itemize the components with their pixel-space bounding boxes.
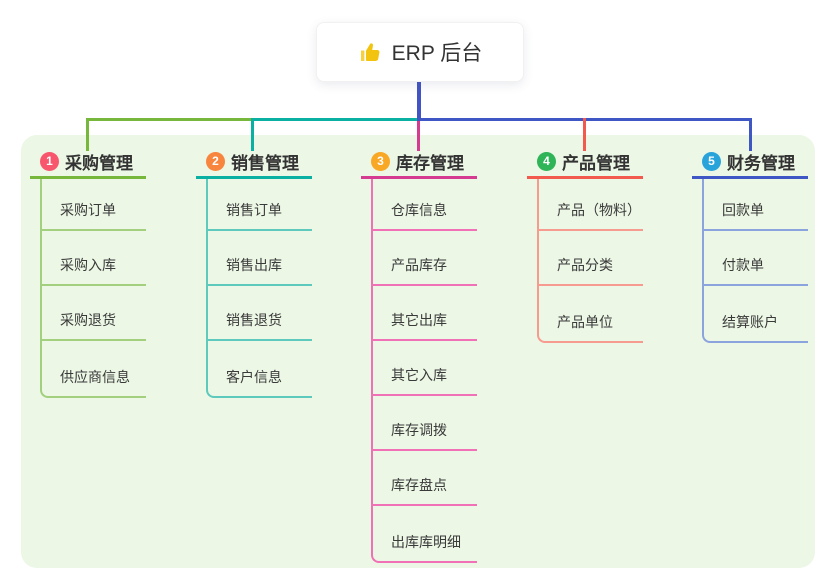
branch-product: 4 产品管理 产品（物料） 产品分类 产品单位: [527, 147, 643, 343]
branch-node-sales[interactable]: 2 销售管理: [196, 147, 312, 179]
leaf-node[interactable]: 仓库信息: [373, 179, 477, 231]
branch-number-badge: 2: [206, 152, 225, 171]
branch-sales: 2 销售管理 销售订单 销售出库 销售退货 客户信息: [196, 147, 312, 398]
leaf-node[interactable]: 采购入库: [42, 231, 146, 286]
branch-number-badge: 5: [702, 152, 721, 171]
leaf-node[interactable]: 销售出库: [208, 231, 312, 286]
branch-node-finance[interactable]: 5 财务管理: [692, 147, 808, 179]
branch-children-inventory: 仓库信息 产品库存 其它出库 其它入库 库存调拨 库存盘点 出库库明细: [371, 179, 477, 563]
leaf-node[interactable]: 库存盘点: [373, 451, 477, 506]
root-node-label: ERP 后台: [391, 42, 483, 65]
branch-children-sales: 销售订单 销售出库 销售退货 客户信息: [206, 179, 312, 398]
branch-children-purchase: 采购订单 采购入库 采购退货 供应商信息: [40, 179, 146, 398]
leaf-node[interactable]: 采购订单: [42, 179, 146, 231]
branch-label: 采购管理: [65, 154, 133, 173]
mindmap-canvas-panel: [21, 135, 815, 568]
branch-number-badge: 4: [537, 152, 556, 171]
branch-label: 财务管理: [727, 154, 795, 173]
leaf-node[interactable]: 销售订单: [208, 179, 312, 231]
branch-label: 销售管理: [231, 154, 299, 173]
connector-drop-product: [583, 118, 586, 151]
branch-purchase: 1 采购管理 采购订单 采购入库 采购退货 供应商信息: [30, 147, 146, 398]
leaf-node[interactable]: 销售退货: [208, 286, 312, 341]
root-connector-line: [417, 82, 421, 121]
branch-node-inventory[interactable]: 3 库存管理: [361, 147, 477, 179]
leaf-node[interactable]: 库存调拨: [373, 396, 477, 451]
leaf-node[interactable]: 客户信息: [226, 369, 282, 385]
leaf-node[interactable]: 出库库明细: [391, 534, 461, 550]
branch-inventory: 3 库存管理 仓库信息 产品库存 其它出库 其它入库 库存调拨 库存盘点 出库库…: [361, 147, 477, 563]
leaf-node[interactable]: 付款单: [704, 231, 808, 286]
thumbs-up-icon: [360, 43, 380, 61]
branch-node-purchase[interactable]: 1 采购管理: [30, 147, 146, 179]
connector-drop-purchase: [86, 118, 89, 151]
leaf-node[interactable]: 产品库存: [373, 231, 477, 286]
connector-drop-inventory: [417, 121, 420, 151]
leaf-node[interactable]: 产品单位: [557, 314, 613, 330]
branch-children-finance: 回款单 付款单 结算账户: [702, 179, 808, 343]
branch-children-product: 产品（物料） 产品分类 产品单位: [537, 179, 643, 343]
branch-label: 产品管理: [562, 154, 630, 173]
leaf-node[interactable]: 供应商信息: [60, 369, 130, 385]
connector-horizontal-sales: [251, 118, 420, 121]
leaf-node[interactable]: 其它入库: [373, 341, 477, 396]
branch-label: 库存管理: [396, 154, 464, 173]
leaf-node[interactable]: 产品分类: [539, 231, 643, 286]
connector-horizontal-purchase: [86, 118, 254, 121]
branch-number-badge: 1: [40, 152, 59, 171]
leaf-node[interactable]: 产品（物料）: [539, 179, 643, 231]
root-node[interactable]: ERP 后台: [316, 22, 524, 82]
leaf-node[interactable]: 结算账户: [722, 314, 778, 330]
branch-number-badge: 3: [371, 152, 390, 171]
connector-drop-finance: [749, 118, 752, 151]
branch-node-product[interactable]: 4 产品管理: [527, 147, 643, 179]
branch-finance: 5 财务管理 回款单 付款单 结算账户: [692, 147, 808, 343]
leaf-node[interactable]: 采购退货: [42, 286, 146, 341]
leaf-node[interactable]: 其它出库: [373, 286, 477, 341]
connector-drop-sales: [251, 118, 254, 151]
leaf-node[interactable]: 回款单: [704, 179, 808, 231]
